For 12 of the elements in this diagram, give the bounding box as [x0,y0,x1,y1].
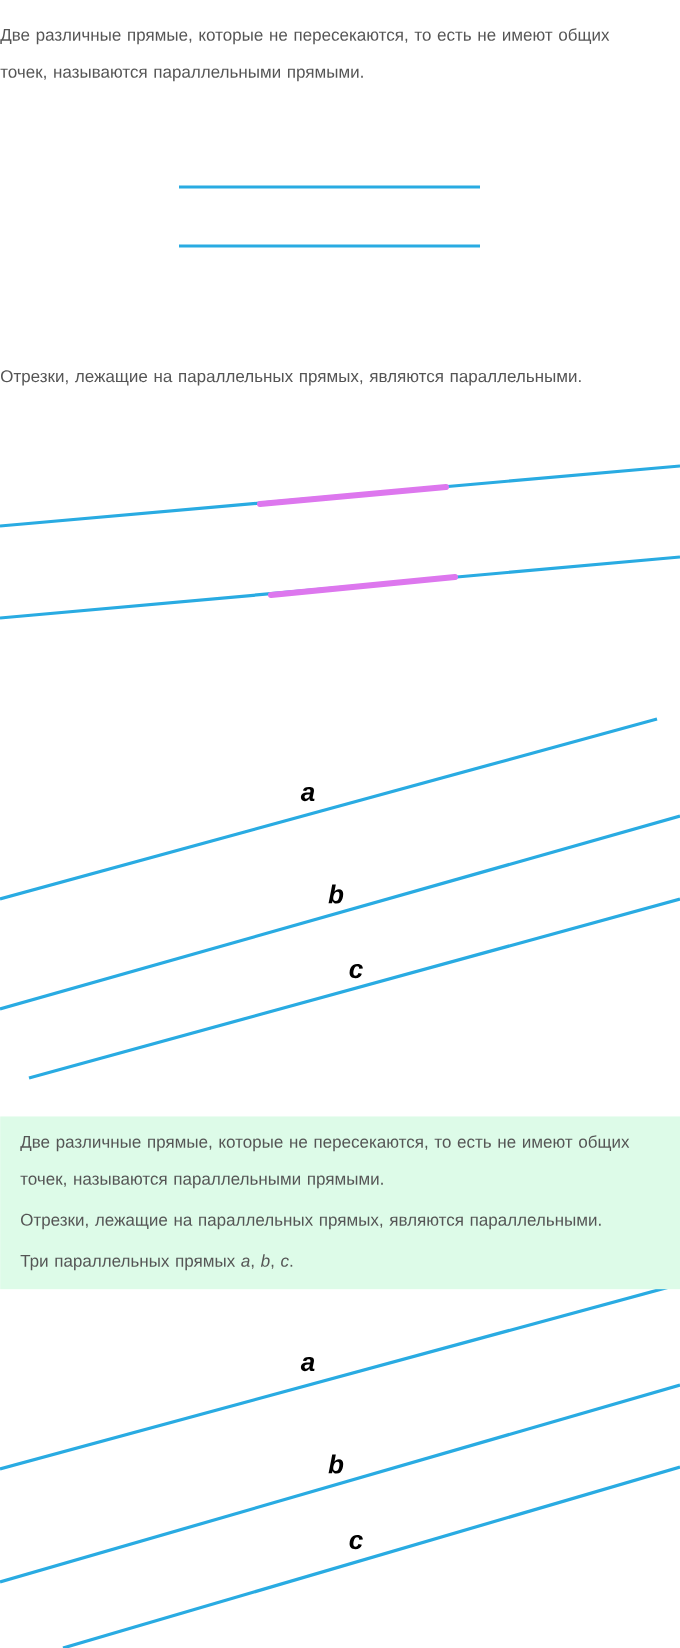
paragraph: Две различные прямые, которые не пересекаются, то есть не имеют общих точек, называются параллельными прямыми. [20,1135,630,1189]
line-label: a [300,1356,315,1372]
paragraph: Отрезки, лежащие на параллельных прямых, являются параллельными. [21,1213,601,1230]
line-label: b [328,884,344,904]
paragraph: Три параллельных прямых a, b, c. [20,1254,293,1271]
paragraph: Две различные прямые, которые не пересекаются, то есть не имеют общих точек, называются параллельными прямыми. [0,28,610,82]
line-label: a [300,786,315,802]
line-label: b [328,1454,344,1474]
line-label: c [349,1534,363,1550]
info-box [0,1116,680,1290]
line-label: c [349,963,363,979]
paragraph: Отрезки, лежащие на параллельных прямых, являются параллельными. [1,370,581,386]
